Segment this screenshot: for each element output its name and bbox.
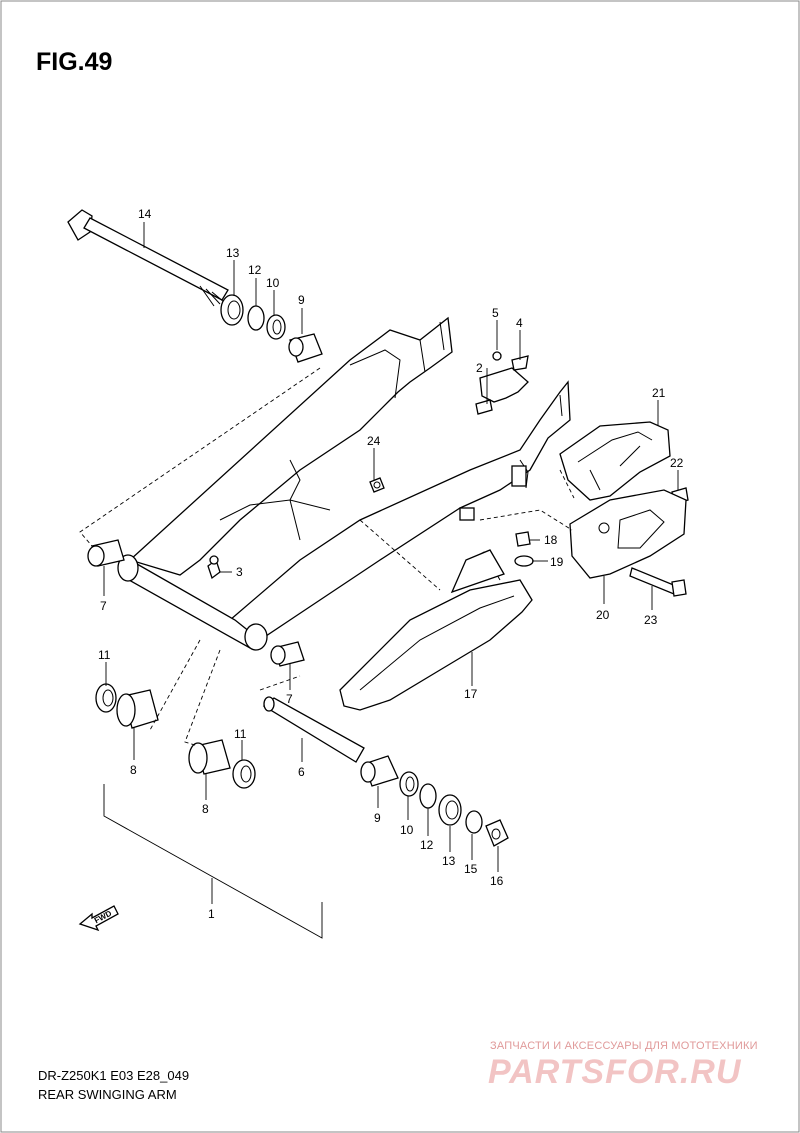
callout-labels: 14 13 12 10 9 5 4 2 24 21 22 18 19 20 23… [98,207,684,921]
bushing-7-left [87,539,125,567]
model-code: DR-Z250K1 E03 E28_049 [38,1068,190,1083]
callout-8-right: 8 [202,802,209,816]
callout-16: 16 [490,874,504,888]
leader-lines [79,222,679,939]
pivot-nut [485,819,509,847]
callout-23: 23 [644,613,658,627]
nut-24 [369,477,385,493]
thrust-bearing-right [399,771,419,797]
callout-10: 10 [266,276,280,290]
swingarm-body [117,316,571,651]
callout-13-right: 13 [442,854,456,868]
callout-15: 15 [464,862,478,876]
washer-left [247,305,265,331]
brake-hose-guide [475,351,529,415]
callout-19: 19 [550,555,564,569]
callout-9-right: 9 [374,811,381,825]
callout-5: 5 [492,306,499,320]
figure-title: FIG.49 [36,48,113,76]
spacer-9-right [360,755,399,787]
callout-1: 1 [208,907,215,921]
bushing-7-right [270,641,305,667]
callout-21: 21 [652,386,666,400]
callout-24: 24 [367,434,381,448]
watermark-tagline: ЗАПЧАСТИ И АКСЕССУАРЫ ДЛЯ МОТОТЕХНИКИ [490,1040,758,1052]
callout-12-right: 12 [420,838,434,852]
washer-right [419,783,437,809]
callout-9: 9 [298,293,305,307]
callout-8-left: 8 [130,763,137,777]
callout-17: 17 [464,687,478,701]
pivot-bolt [67,209,229,307]
chain-guide-upper [559,421,671,501]
spacer-6 [262,696,365,763]
callout-11-left: 11 [98,648,111,662]
forward-arrow-icon: FWD [78,905,119,932]
spacer-left [288,333,323,363]
grease-nipple [207,555,221,580]
washer-19 [514,555,534,567]
chain-guide-plate [569,489,687,579]
chain-buffer [339,549,533,711]
callout-12: 12 [248,263,262,277]
callout-3: 3 [236,565,243,579]
bearing-8-right [188,739,231,775]
dust-seal-right [438,794,462,826]
washer-15 [465,810,483,834]
callout-22: 22 [670,456,684,470]
seal-11-left [95,683,117,713]
callout-20: 20 [596,608,610,622]
callout-13: 13 [226,246,240,260]
callout-2: 2 [476,361,483,375]
seal-11-right [232,759,256,789]
callout-14: 14 [138,207,152,221]
bolt-23 [629,567,687,597]
callout-4: 4 [516,316,523,330]
callout-11-right: 11 [234,727,247,741]
callout-18: 18 [544,533,558,547]
callout-7-left: 7 [100,599,107,613]
callout-6: 6 [298,765,305,779]
bolt-18 [515,531,531,547]
dust-seal-left [220,294,244,326]
callout-7-right: 7 [286,692,293,706]
thrust-bearing-left [266,314,286,340]
watermark-logo: PARTSFOR.RU [488,1053,742,1091]
figure-name: REAR SWINGING ARM [38,1087,177,1102]
callout-10-right: 10 [400,823,414,837]
bearing-8-left [116,689,159,729]
